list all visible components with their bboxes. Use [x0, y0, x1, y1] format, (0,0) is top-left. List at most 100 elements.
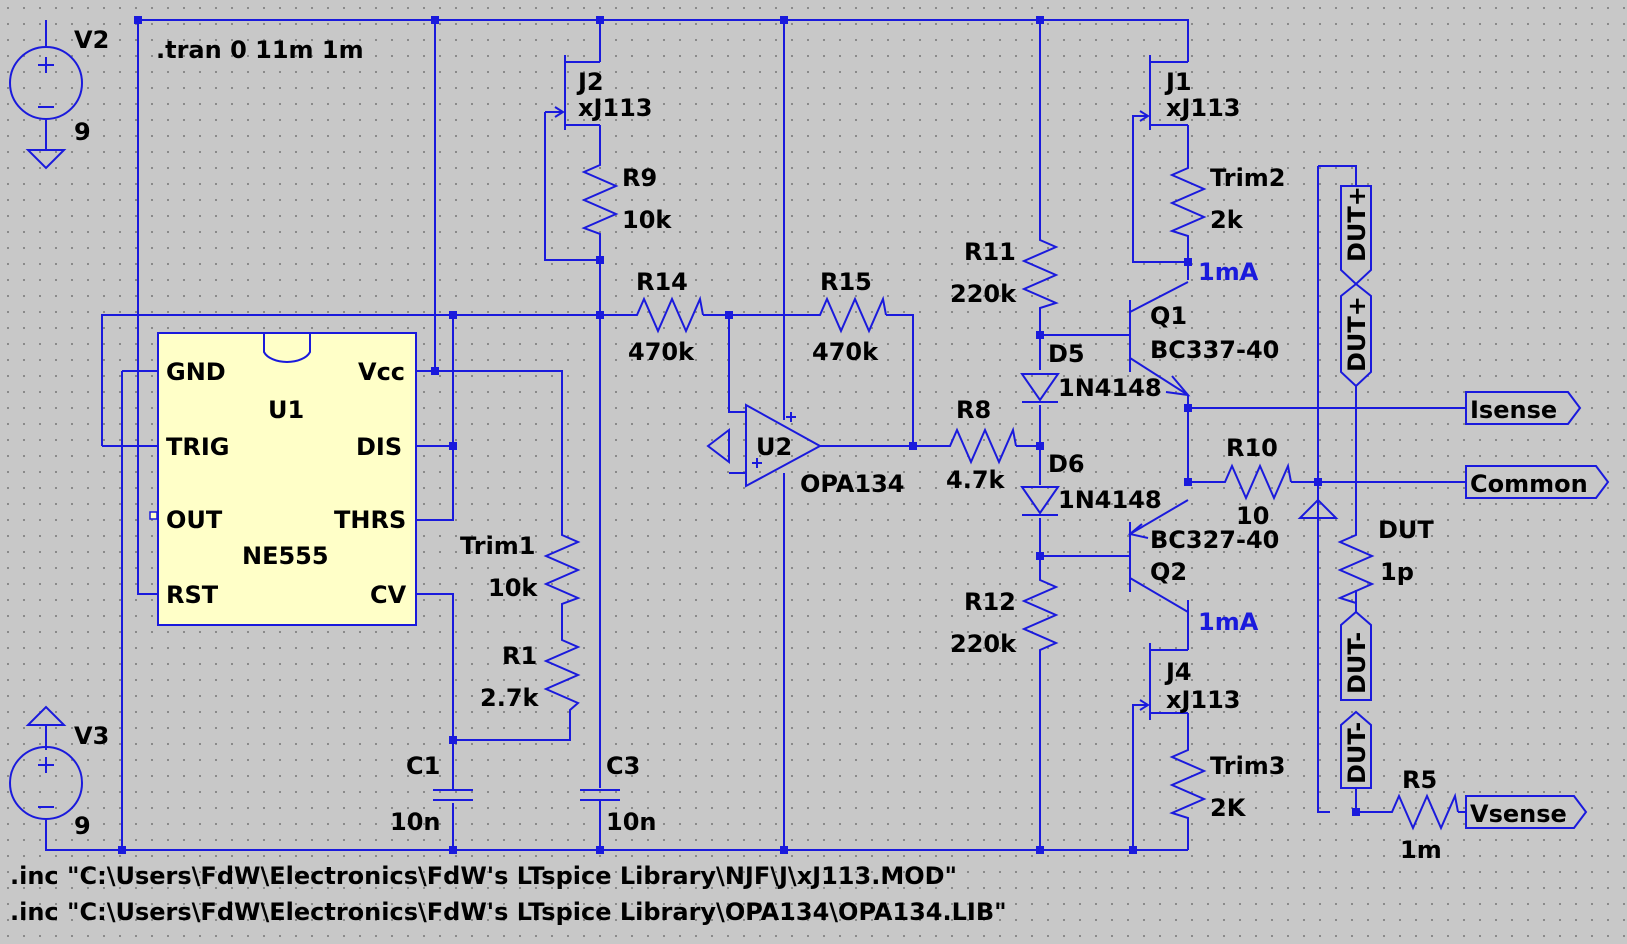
dut-minus-port-1[interactable] — [1340, 610, 1372, 701]
isense-port[interactable] — [1465, 391, 1582, 425]
u1-pin-out: OUT — [166, 506, 223, 534]
trim1-value: 10k — [488, 574, 538, 602]
trim1-resistor[interactable] — [543, 525, 581, 630]
r12-name: R12 — [964, 588, 1016, 616]
r5-name: R5 — [1402, 766, 1437, 794]
r9-value: 10k — [622, 206, 672, 234]
r15-resistor[interactable] — [810, 295, 887, 334]
d5-name: D5 — [1048, 340, 1085, 368]
r1-name: R1 — [502, 642, 537, 670]
common-port[interactable] — [1465, 465, 1610, 499]
trim1-name: Trim1 — [460, 532, 536, 560]
r9-name: R9 — [622, 164, 657, 192]
j4-jfet[interactable] — [1139, 643, 1188, 720]
current-label-top: 1mA — [1198, 258, 1259, 286]
r15-value: 470k — [812, 338, 879, 366]
r11-resistor[interactable] — [1021, 230, 1059, 310]
v3-value: 9 — [74, 812, 91, 840]
j1-name: J1 — [1164, 68, 1192, 96]
q2-model: BC327-40 — [1150, 526, 1279, 554]
include-directive-2: .inc "C:\Users\FdW\Electronics\FdW's LTs… — [10, 898, 1007, 926]
d5-model: 1N4148 — [1058, 374, 1162, 402]
r10-resistor[interactable] — [1215, 462, 1292, 501]
j1-jfet[interactable] — [1139, 55, 1188, 130]
d5-diode[interactable] — [1020, 373, 1060, 403]
r12-resistor[interactable] — [1021, 570, 1059, 655]
u1-pin-dis: DIS — [356, 433, 402, 461]
c1-name: C1 — [406, 752, 440, 780]
r5-resistor[interactable] — [1382, 792, 1459, 831]
r15-name: R15 — [820, 268, 872, 296]
r12-value: 220k — [950, 630, 1017, 658]
dut-name: DUT — [1378, 516, 1434, 544]
trim2-name: Trim2 — [1210, 164, 1286, 192]
u1-pin-gnd: GND — [166, 358, 226, 386]
trim3-name: Trim3 — [1210, 752, 1286, 780]
v2-name: V2 — [74, 26, 109, 54]
r8-name: R8 — [956, 396, 991, 424]
v2-symbol[interactable] — [9, 46, 83, 170]
u1-ne555[interactable] — [149, 332, 417, 626]
d6-name: D6 — [1048, 450, 1085, 478]
v3-symbol[interactable] — [9, 705, 83, 820]
current-label-bottom: 1mA — [1198, 608, 1259, 636]
vsense-label: Vsense — [1470, 800, 1567, 828]
include-directive-1: .inc "C:\Users\FdW\Electronics\FdW's LTs… — [10, 862, 957, 890]
q1-model: BC337-40 — [1150, 336, 1279, 364]
r1-resistor[interactable] — [543, 630, 581, 725]
r9-resistor[interactable] — [581, 155, 619, 240]
u1-pin-vcc: Vcc — [358, 358, 405, 386]
dut-minus-port-2[interactable] — [1340, 710, 1372, 789]
j1-model: xJ113 — [1166, 94, 1241, 122]
c3-capacitor[interactable] — [580, 789, 620, 801]
u1-pin-thrs: THRS — [334, 506, 406, 534]
dut-minus-label-2: DUT- — [1343, 722, 1371, 784]
j4-model: xJ113 — [1166, 686, 1241, 714]
v2-value: 9 — [74, 118, 91, 146]
c1-value: 10n — [390, 808, 440, 836]
r10-name: R10 — [1226, 434, 1278, 462]
u1-model: NE555 — [242, 542, 329, 570]
r11-name: R11 — [964, 238, 1016, 266]
dut-plus-port-2[interactable] — [1340, 282, 1372, 388]
u2-model: OPA134 — [800, 470, 904, 498]
dut-plus-port-1[interactable] — [1340, 185, 1372, 286]
u1-pin-rst: RST — [166, 581, 219, 609]
vsense-port[interactable] — [1465, 795, 1588, 829]
r11-value: 220k — [950, 280, 1017, 308]
isense-label: Isense — [1470, 396, 1557, 424]
r14-value: 470k — [628, 338, 695, 366]
j2-name: J2 — [576, 68, 604, 96]
r14-name: R14 — [636, 268, 688, 296]
r1-value: 2.7k — [480, 684, 540, 712]
dut-plus-label-1: DUT+ — [1343, 186, 1371, 262]
r14-resistor[interactable] — [627, 295, 704, 334]
common-label: Common — [1470, 470, 1588, 498]
d6-diode[interactable] — [1020, 486, 1060, 516]
j2-jfet[interactable] — [545, 55, 600, 130]
j4-name: J4 — [1164, 658, 1192, 686]
u1-pin-cv: CV — [370, 581, 407, 609]
q1-name: Q1 — [1150, 302, 1187, 330]
c1-capacitor[interactable] — [433, 789, 473, 801]
trim3-resistor[interactable] — [1169, 740, 1207, 820]
dut-resistor[interactable] — [1337, 525, 1375, 612]
trim3-value: 2K — [1210, 794, 1247, 822]
u1-pin-trig: TRIG — [166, 433, 229, 461]
q2-pnp[interactable] — [1127, 499, 1189, 613]
q1-npn[interactable] — [1129, 281, 1191, 397]
r5-value: 1m — [1400, 836, 1442, 864]
trim2-resistor[interactable] — [1169, 158, 1207, 242]
dut-minus-label-1: DUT- — [1343, 632, 1371, 694]
d6-model: 1N4148 — [1058, 486, 1162, 514]
common-ref-triangle — [1297, 498, 1339, 519]
r8-resistor[interactable] — [940, 426, 1017, 465]
r10-value: 10 — [1236, 502, 1269, 530]
v3-name: V3 — [74, 722, 109, 750]
c3-name: C3 — [606, 752, 640, 780]
q2-name: Q2 — [1150, 558, 1187, 586]
dut-value: 1p — [1380, 558, 1414, 586]
wires — [45, 19, 1466, 851]
u2-opamp[interactable] — [706, 403, 823, 488]
